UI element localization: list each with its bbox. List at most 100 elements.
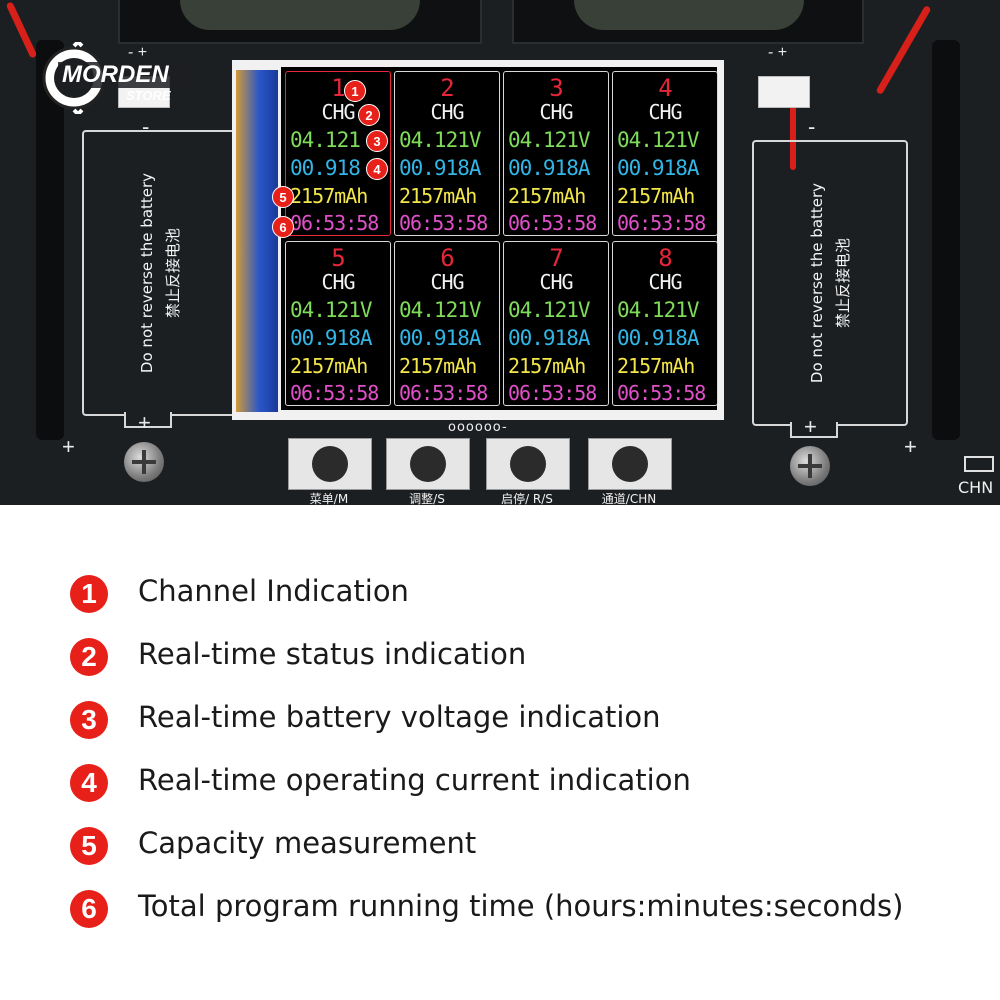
channel-time: 06:53:58: [617, 381, 706, 405]
channel-current: 00.918A: [508, 326, 591, 350]
minus-mark-left: -: [142, 114, 150, 139]
annotation-badge-3: 3: [366, 130, 388, 152]
battery-warning-cn: 禁止反接电池: [834, 238, 852, 329]
legend-item: 4 Real-time operating current indication: [0, 761, 1000, 811]
legend-number-badge: 2: [70, 638, 108, 676]
plus-mark-left: +: [138, 410, 151, 435]
legend-number-badge: 6: [70, 890, 108, 928]
legend-item: 6 Total program running time (hours:minut…: [0, 887, 1000, 937]
cooling-fan-left: [118, 0, 482, 44]
channel-voltage: 04.121V: [399, 298, 482, 322]
channel-status: CHG: [648, 100, 682, 124]
battery-warning-left: Do not reverse the battery 禁止反接电池: [134, 173, 186, 373]
channel-button[interactable]: [588, 438, 672, 490]
channel-current: 00.918A: [508, 156, 591, 180]
channel-number: 6: [440, 244, 454, 272]
indicator-dots: oooooo-: [448, 420, 508, 435]
plus-mark-far-left: +: [62, 434, 75, 459]
channel-number: 7: [549, 244, 563, 272]
channel-voltage: 04.121V: [508, 128, 591, 152]
channel-current: 00.918: [290, 156, 361, 180]
channel-status: CHG: [539, 100, 573, 124]
holder-tab-left: [124, 412, 172, 428]
chn-side-label: CHN: [958, 478, 994, 497]
legend-text: Real-time battery voltage indication: [138, 700, 661, 734]
battery-holder-right: Do not reverse the battery 禁止反接电池: [752, 140, 908, 426]
channel-current: 00.918A: [399, 326, 482, 350]
red-wire-left: [5, 1, 38, 59]
adjust-button[interactable]: [386, 438, 470, 490]
logo-name: MORDEN: [62, 61, 169, 88]
annotation-badge-1: 1: [344, 80, 366, 102]
legend-text: Capacity measurement: [138, 826, 477, 860]
battery-warning-cn: 禁止反接电池: [164, 228, 182, 319]
channel-time: 06:53:58: [508, 211, 597, 235]
legend-number-badge: 5: [70, 827, 108, 865]
cooling-fan-right: [512, 0, 864, 44]
channel-status: CHG: [539, 270, 573, 294]
battery-holder-left: Do not reverse the battery 禁止反接电池: [82, 130, 238, 416]
fan-connector-right: [758, 76, 810, 108]
plus-mark-right: +: [804, 414, 817, 439]
battery-rail-left: [36, 40, 64, 440]
start-stop-button[interactable]: [486, 438, 570, 490]
plus-mark-far-right: +: [904, 434, 917, 459]
battery-warning-en: Do not reverse the battery: [138, 172, 156, 374]
channel-status: CHG: [430, 100, 464, 124]
legend-number-badge: 3: [70, 701, 108, 739]
annotation-badge-5: 5: [272, 186, 294, 208]
channel-current: 00.918A: [617, 156, 700, 180]
channel-number: 5: [331, 244, 345, 272]
holder-tab-right: [790, 422, 838, 438]
channel-number: 2: [440, 74, 454, 102]
channel-capacity: 2157mAh: [617, 354, 695, 378]
channel-voltage: 04.121V: [617, 298, 700, 322]
channel-capacity: 2157mAh: [617, 184, 695, 208]
screw-right: [790, 446, 830, 486]
legend-text: Real-time operating current indication: [138, 763, 691, 797]
channel-time: 06:53:58: [399, 381, 488, 405]
morden-store-logo: MORDEN STORE: [42, 42, 190, 114]
red-wire-right: [790, 90, 796, 170]
legend-text: Total program running time (hours:minute…: [138, 889, 904, 923]
red-wire-right-top: [875, 4, 932, 96]
connector-polarity-left: - +: [128, 44, 148, 61]
channel-button-label: 通道/CHN: [601, 492, 657, 505]
channel-number: 1: [331, 74, 345, 102]
channel-voltage: 04.121V: [617, 128, 700, 152]
logo-sub: STORE: [126, 88, 171, 103]
adjust-button-label: 调整/S: [409, 492, 445, 505]
connector-polarity-right: - +: [768, 44, 788, 61]
channel-time: 06:53:58: [399, 211, 488, 235]
legend-item: 5 Capacity measurement: [0, 824, 1000, 874]
channel-status: CHG: [321, 100, 355, 124]
battery-warning-right: Do not reverse the battery 禁止反接电池: [804, 183, 856, 383]
chn-led: [964, 456, 994, 472]
legend-number-badge: 4: [70, 764, 108, 802]
channel-capacity: 2157mAh: [290, 354, 368, 378]
channel-capacity: 2157mAh: [508, 184, 586, 208]
lcd-flex-cable: [236, 70, 278, 412]
menu-button-label: 菜单/M: [309, 492, 349, 505]
channel-voltage: 04.121V: [290, 298, 373, 322]
channel-voltage: 04.121V: [508, 298, 591, 322]
channel-time: 06:53:58: [290, 381, 379, 405]
channel-current: 00.918A: [617, 326, 700, 350]
channel-voltage: 04.121V: [399, 128, 482, 152]
channel-voltage: 04.121: [290, 128, 361, 152]
legend-text: Real-time status indication: [138, 637, 527, 671]
channel-capacity: 2157mAh: [508, 354, 586, 378]
start-stop-button-label: 启停/ R/S: [501, 492, 553, 505]
battery-warning-en: Do not reverse the battery: [808, 182, 826, 384]
channel-status: CHG: [321, 270, 355, 294]
channel-capacity: 2157mAh: [399, 184, 477, 208]
menu-button[interactable]: [288, 438, 372, 490]
channel-time: 06:53:58: [290, 211, 379, 235]
